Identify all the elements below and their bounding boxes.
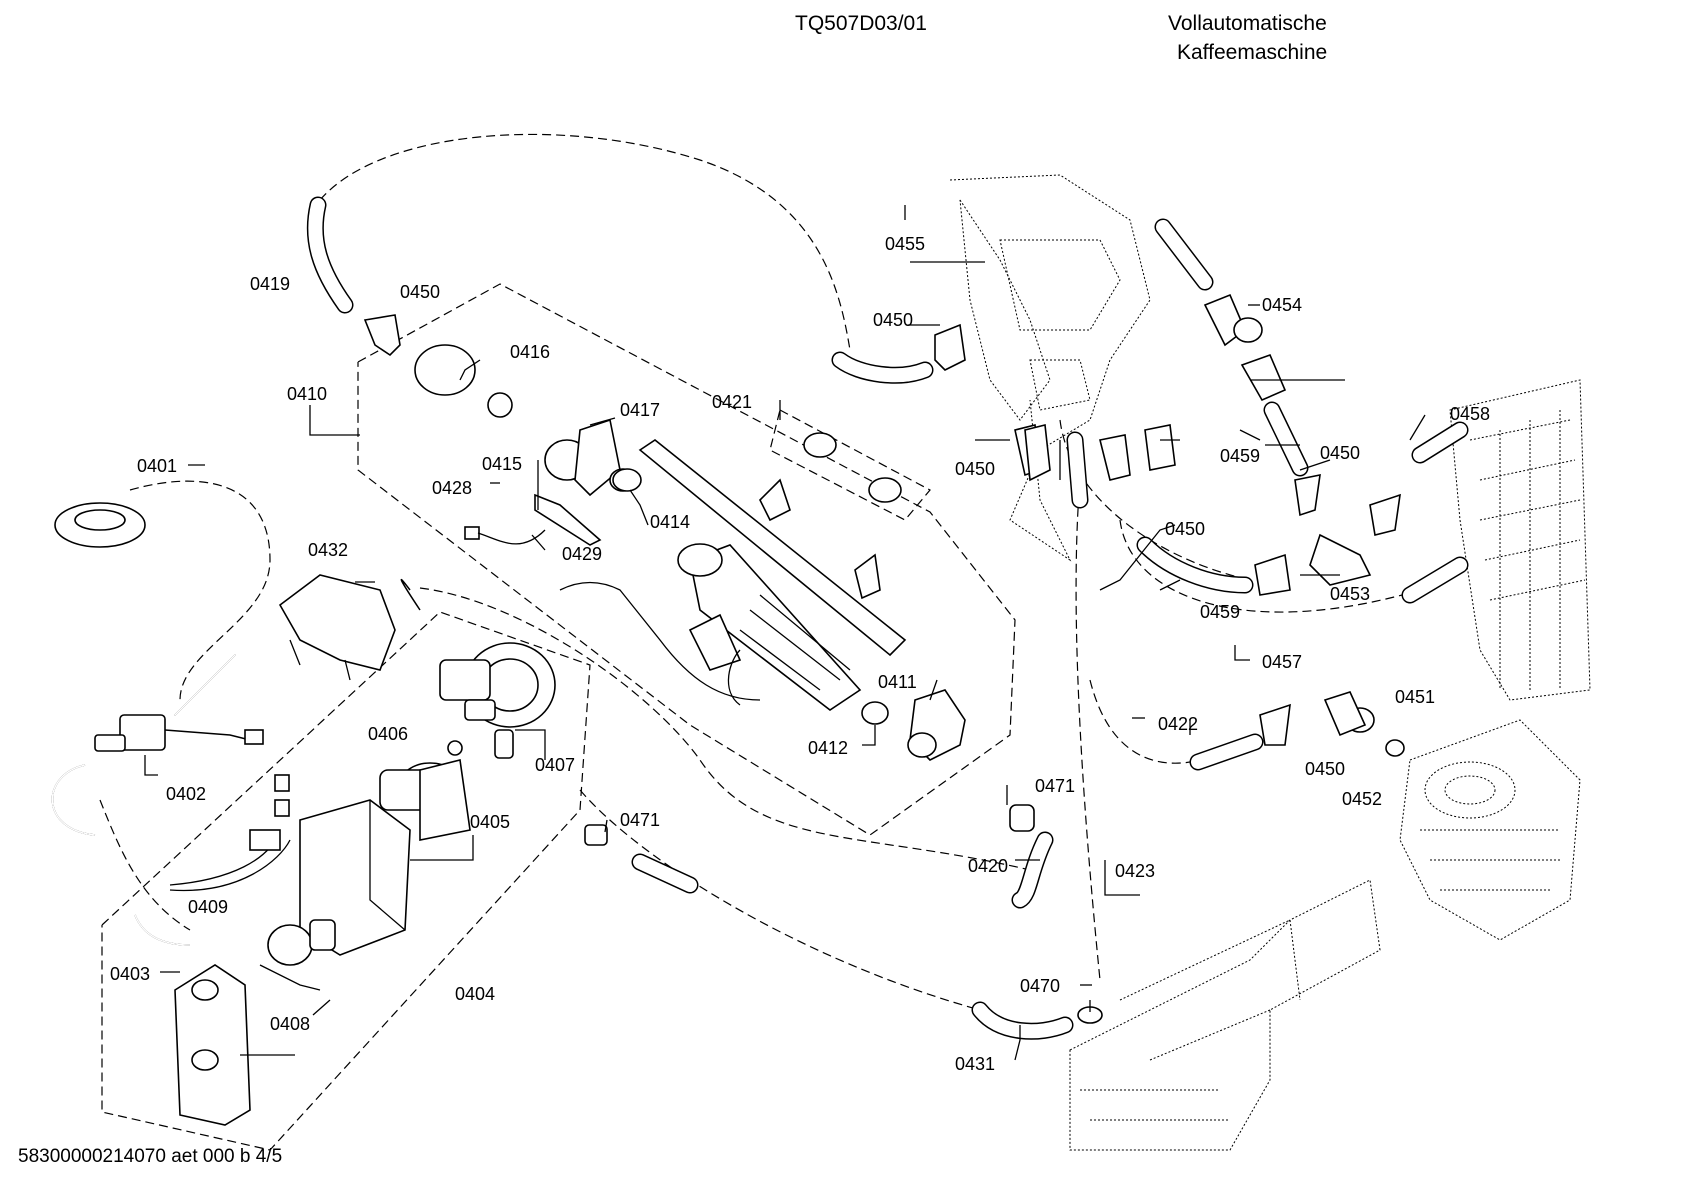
label-0431: 0431: [955, 1054, 995, 1074]
part-0428-sensor: [464, 526, 546, 545]
label-0450-b: 0450: [873, 310, 913, 330]
part-0416-coupling: [414, 344, 513, 418]
label-0410: 0410: [287, 384, 327, 404]
part-0405-pump: [299, 759, 471, 956]
part-0415-bracket: [534, 493, 602, 546]
part-0401-tank-valve: [54, 502, 146, 548]
base-frame-housing: [1069, 879, 1381, 1151]
part-0452-seal: [1385, 739, 1405, 757]
label-0412: 0412: [808, 738, 848, 758]
hose-segments-right: [1066, 218, 1469, 771]
label-0471-b: 0471: [1035, 776, 1075, 796]
leader-lines: [144, 205, 1426, 1061]
label-0453: 0453: [1330, 584, 1370, 604]
label-0428: 0428: [432, 478, 472, 498]
part-0459-connector: [1240, 353, 1287, 402]
label-0411: 0411: [878, 672, 917, 692]
part-0411-valve: [907, 689, 966, 761]
part-0450-connectors: [1024, 424, 1176, 482]
part-0454-valve: [1203, 293, 1263, 347]
title-line-1: Vollautomatische: [1168, 12, 1327, 35]
part-0408-connector: [259, 919, 336, 991]
label-0405: 0405: [470, 812, 510, 832]
assembly-outline-0410: [357, 283, 1016, 836]
label-0470: 0470: [1020, 976, 1060, 996]
label-0458: 0458: [1450, 404, 1490, 424]
label-0451: 0451: [1395, 687, 1435, 707]
label-0404: 0404: [455, 984, 495, 1004]
part-0412-seal: [861, 701, 889, 725]
label-0423: 0423: [1115, 861, 1155, 881]
label-0471-a: 0471: [620, 810, 660, 830]
label-0408: 0408: [270, 1014, 310, 1034]
label-0414: 0414: [650, 512, 690, 532]
part-0421-manifold: [638, 432, 907, 657]
part-0406-oring: [447, 740, 463, 756]
part-0453-tee: [1309, 533, 1372, 586]
part-0470-screw: [1077, 1000, 1103, 1024]
label-0455: 0455: [885, 234, 925, 254]
part-0432-cover: [278, 574, 396, 681]
machine-housing-top: [949, 174, 1151, 562]
label-0450-e: 0450: [1165, 519, 1205, 539]
label-0454: 0454: [1262, 295, 1302, 315]
part-0402-flowmeter: [94, 714, 264, 752]
part-0471-clip: [584, 804, 1035, 846]
label-0422: 0422: [1158, 714, 1198, 734]
label-0407: 0407: [535, 755, 575, 775]
label-0402: 0402: [166, 784, 206, 804]
label-0450-f: 0450: [1305, 759, 1345, 779]
part-0414-seal: [612, 468, 642, 492]
hose-segments-left: [51, 578, 421, 946]
part-0407-pump: [439, 642, 556, 759]
part-0451-valve: [1323, 691, 1375, 737]
label-0415: 0415: [482, 454, 522, 474]
label-0459-b: 0459: [1200, 602, 1240, 622]
label-0452: 0452: [1342, 789, 1382, 809]
document-code: 58300000214070 aet 000 b 4/5: [18, 1146, 283, 1167]
label-0432: 0432: [308, 540, 348, 560]
label-0401: 0401: [137, 456, 177, 476]
part-0403-bracket: [174, 964, 251, 1126]
label-0416: 0416: [510, 342, 550, 362]
machine-housing-right: [1449, 379, 1591, 701]
label-0420: 0420: [968, 856, 1008, 876]
label-0403: 0403: [110, 964, 150, 984]
part-labels: 0401 0402 0403 0404 0405 0406 0407 0408 …: [110, 234, 1490, 1074]
assembly-outline-0421: [769, 409, 931, 521]
brewing-unit-housing: [1399, 719, 1581, 941]
label-0450-c: 0450: [955, 459, 995, 479]
model-number: TQ507D03/01: [795, 12, 927, 35]
label-0450-d: 0450: [1320, 443, 1360, 463]
part-0409-wiring: [169, 774, 291, 892]
label-0450-a: 0450: [400, 282, 440, 302]
part-0419-hose: [306, 196, 354, 314]
label-0406: 0406: [368, 724, 408, 744]
part-thermoblock: [559, 543, 862, 711]
label-0417: 0417: [620, 400, 660, 420]
hose-routing-lines: [99, 133, 1421, 1011]
label-0409: 0409: [188, 897, 228, 917]
label-0429: 0429: [562, 544, 602, 564]
label-0419: 0419: [250, 274, 290, 294]
label-0421: 0421: [712, 392, 752, 412]
label-0459-a: 0459: [1220, 446, 1260, 466]
title-line-2: Kaffeemaschine: [1177, 41, 1328, 64]
label-0457: 0457: [1262, 652, 1302, 672]
